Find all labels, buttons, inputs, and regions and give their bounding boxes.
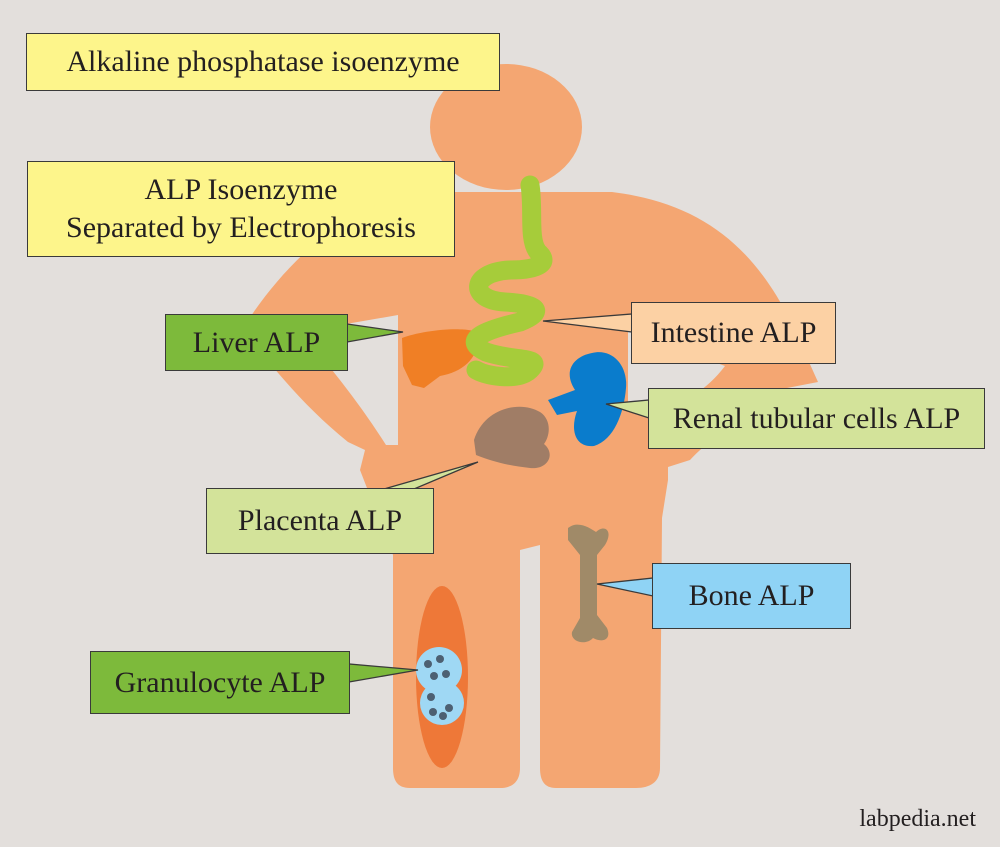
kidney-organ — [548, 352, 627, 447]
nucleus-dot — [436, 655, 444, 663]
granulocyte-alp-text: Granulocyte ALP — [114, 665, 326, 699]
subtitle-line-2: Separated by Electrophoresis — [66, 211, 416, 244]
liver-organ — [402, 329, 480, 388]
nucleus-dot — [427, 693, 435, 701]
head-shape — [430, 64, 582, 190]
diagram-title: Alkaline phosphatase isoenzyme — [26, 33, 500, 91]
nucleus-dot — [424, 660, 432, 668]
nucleus-dot — [442, 670, 450, 678]
renal-alp-label: Renal tubular cells ALP — [648, 388, 985, 449]
nucleus-dot — [429, 708, 437, 716]
intestine-organ — [465, 175, 553, 387]
granulocyte-alp-label: Granulocyte ALP — [90, 651, 350, 714]
nucleus-dot — [439, 712, 447, 720]
bone-alp-label: Bone ALP — [652, 563, 851, 629]
subtitle-box: ALP Isoenzyme Separated by Electrophores… — [27, 161, 455, 257]
placenta-organ — [474, 406, 550, 469]
liver-alp-text: Liver ALP — [192, 325, 321, 359]
nucleus-dot — [430, 672, 438, 680]
placenta-alp-label: Placenta ALP — [206, 488, 434, 554]
nucleus-dot — [445, 704, 453, 712]
subtitle-line-1: ALP Isoenzyme — [144, 173, 338, 206]
granulocyte-cells — [416, 647, 464, 725]
diagram-title-text: Alkaline phosphatase isoenzyme — [66, 45, 460, 78]
renal-alp-text: Renal tubular cells ALP — [672, 401, 961, 435]
liver-alp-label: Liver ALP — [165, 314, 348, 371]
intestine-alp-label: Intestine ALP — [631, 302, 836, 364]
granulocyte-cell — [416, 647, 462, 693]
intestine-alp-text: Intestine ALP — [650, 316, 817, 349]
watermark: labpedia.net — [859, 806, 976, 832]
bone-alp-text: Bone ALP — [688, 579, 815, 612]
placenta-alp-text: Placenta ALP — [237, 504, 403, 537]
bone-shape — [568, 524, 609, 643]
